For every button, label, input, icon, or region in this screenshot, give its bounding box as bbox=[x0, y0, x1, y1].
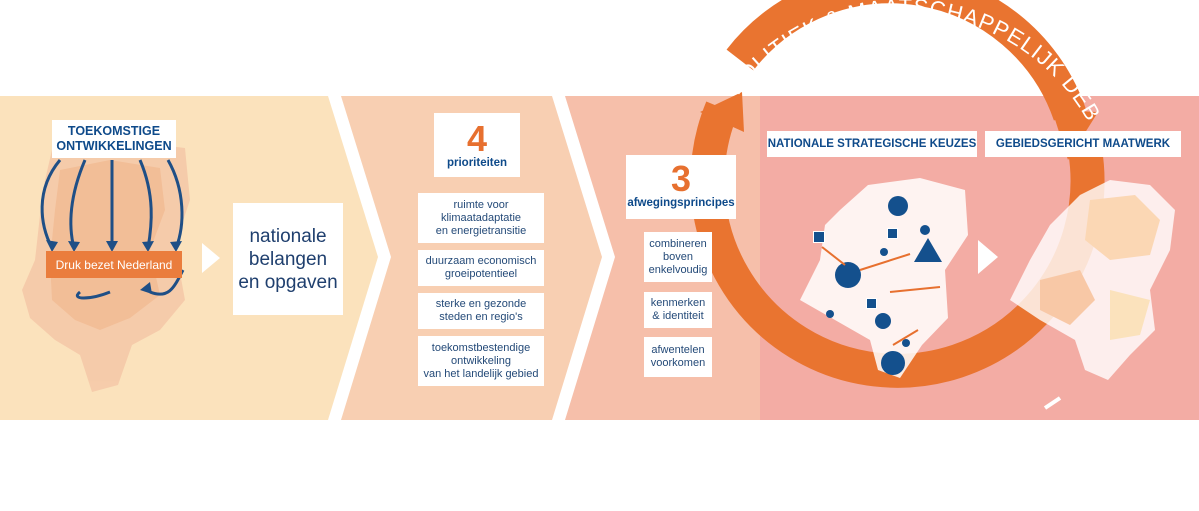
priority-item-1: ruimte voor klimaatadaptatie en energiet… bbox=[418, 193, 544, 243]
national-choices-heading: NATIONALE STRATEGISCHE KEUZES bbox=[767, 131, 977, 157]
arrow-to-maatwerk bbox=[978, 240, 998, 274]
principle-item-3: afwentelen voorkomen bbox=[644, 337, 712, 377]
priorities-header: 4 prioriteiten bbox=[434, 113, 520, 177]
cross-marker-1 bbox=[813, 231, 825, 243]
nat-line-1: nationale bbox=[249, 225, 327, 247]
principles-number: 3 bbox=[670, 158, 692, 199]
priorities-number: 4 bbox=[466, 118, 488, 159]
principle-item-1: combineren boven enkelvoudig bbox=[644, 232, 712, 282]
choice-arrows bbox=[821, 246, 941, 346]
ring-arrowhead-left bbox=[700, 92, 744, 132]
choice-markers bbox=[826, 196, 942, 375]
arrow-heads bbox=[46, 240, 182, 294]
priority-item-2: duurzaam economisch groeipotentieel bbox=[418, 250, 544, 286]
arrow-to-results bbox=[202, 243, 220, 273]
ring-gap-marker bbox=[1043, 396, 1062, 410]
maatwerk-heading: GEBIEDSGERICHT MAATWERK bbox=[985, 131, 1181, 157]
priority-item-4: toekomstbestendige ontwikkeling van het … bbox=[418, 336, 544, 386]
national-interests-box: nationale belangen en opgaven bbox=[233, 203, 343, 315]
principle-item-2: kenmerken & identiteit bbox=[644, 292, 712, 328]
future-developments-header: TOEKOMSTIGE ONTWIKKELINGEN bbox=[52, 120, 176, 158]
debate-ring-top bbox=[726, 0, 1087, 121]
principles-header: 3 afwegingsprincipes bbox=[626, 155, 736, 219]
netherlands-map-maatwerk bbox=[1010, 180, 1175, 380]
priority-item-3: sterke en gezonde steden en regio's bbox=[418, 293, 544, 329]
nat-line-3: en opgaven bbox=[238, 271, 338, 293]
druk-bezet-label: Druk bezet Nederland bbox=[46, 251, 182, 278]
header-line-2: ONTWIKKELINGEN bbox=[56, 139, 172, 153]
nat-line-2: belangen bbox=[248, 248, 328, 270]
priorities-label: prioriteiten bbox=[446, 157, 508, 169]
principles-label: afwegingsprincipes bbox=[627, 197, 735, 209]
cross-marker-3 bbox=[866, 298, 877, 309]
cross-marker-2 bbox=[887, 228, 898, 239]
header-line-1: TOEKOMSTIGE bbox=[67, 124, 161, 138]
